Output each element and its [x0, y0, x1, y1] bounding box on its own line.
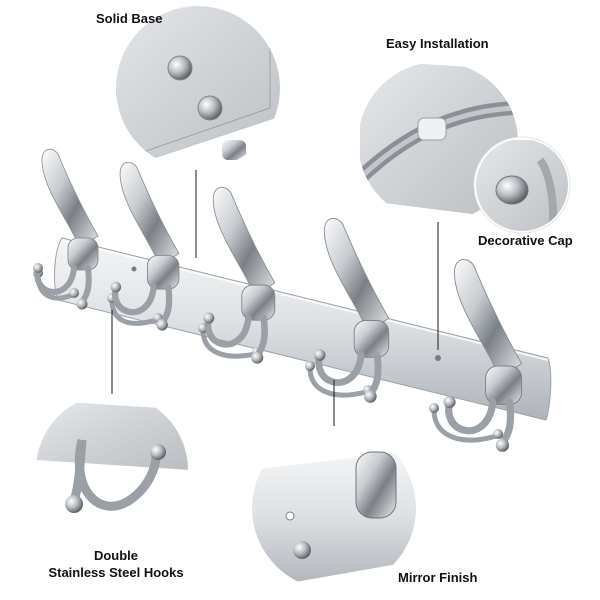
inset-solid-base — [116, 6, 280, 170]
label-double-hooks: Double Stainless Steel Hooks — [40, 547, 192, 581]
label-decorative-cap: Decorative Cap — [478, 233, 573, 248]
label-solid-base: Solid Base — [96, 11, 163, 26]
inset-double-hooks — [36, 394, 188, 546]
label-double-hooks-line2: Stainless Steel Hooks — [48, 565, 184, 580]
inset-decorative-cap — [473, 136, 571, 234]
label-double-hooks-line1: Double — [93, 548, 139, 563]
label-easy-installation: Easy Installation — [386, 36, 489, 51]
label-mirror-finish: Mirror Finish — [398, 570, 478, 585]
callout-lines — [111, 170, 439, 426]
inset-mirror-finish — [252, 426, 416, 590]
